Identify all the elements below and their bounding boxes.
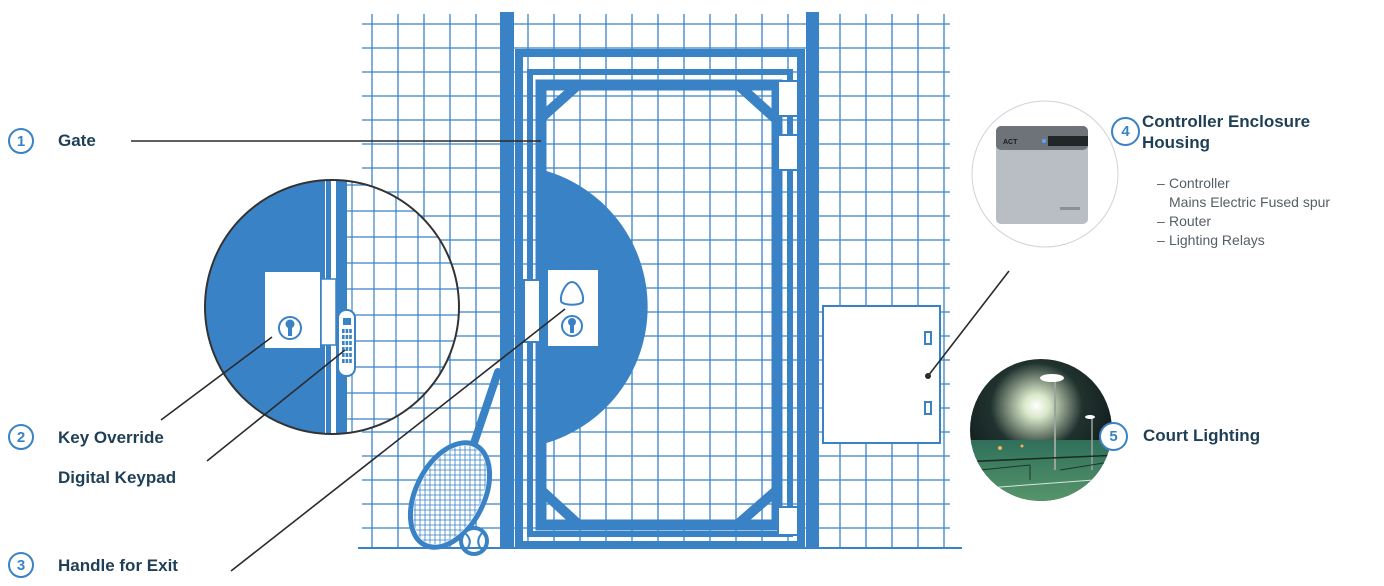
controller-photo: ACT — [972, 100, 1122, 250]
label-digital-keypad: Digital Keypad — [58, 468, 176, 488]
device-brand: ACT — [1003, 139, 1018, 146]
fence-post-left — [500, 12, 514, 548]
label-controller-enclosure: Controller Enclosure Housing — [1142, 111, 1362, 153]
fence-post-right — [806, 12, 819, 548]
controller-cabinet — [823, 306, 940, 443]
callout-number-4: 4 — [1111, 117, 1140, 146]
label-handle-for-exit: Handle for Exit — [58, 556, 178, 576]
callout-number-1: 1 — [8, 128, 34, 154]
callout-number-5: 5 — [1099, 422, 1128, 451]
controller-item: Mains Electric Fused spur — [1157, 193, 1330, 212]
controller-item: –Controller — [1157, 174, 1330, 193]
controller-item: –Lighting Relays — [1157, 231, 1330, 250]
label-key-override: Key Override — [58, 428, 164, 448]
keypad-icon — [338, 310, 355, 376]
controller-items-list: –Controller Mains Electric Fused spur –R… — [1157, 174, 1330, 250]
tennis-ball-icon — [461, 528, 487, 554]
callout-number-2: 2 — [8, 424, 34, 450]
callout-number-3: 3 — [8, 552, 34, 578]
gate-latch — [524, 280, 540, 342]
label-court-lighting: Court Lighting — [1143, 426, 1260, 446]
controller-item: –Router — [1157, 212, 1330, 231]
label-gate: Gate — [58, 131, 96, 151]
